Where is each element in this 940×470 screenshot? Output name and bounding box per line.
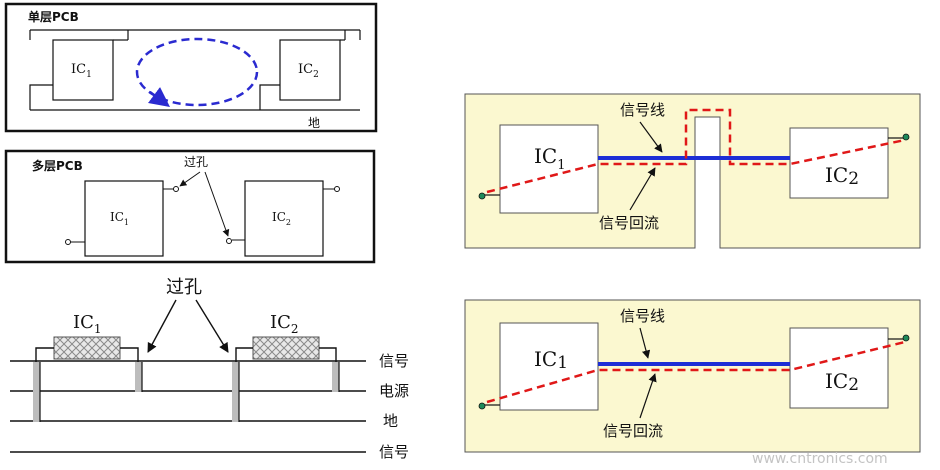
- pin: [902, 133, 910, 141]
- pin: [902, 334, 910, 342]
- via-arrow: [195, 299, 229, 353]
- single-ic2-box: [279, 39, 341, 101]
- multi-via-label: 过孔: [184, 155, 208, 169]
- label-arrow: [639, 121, 663, 153]
- via-arrow: [204, 171, 230, 237]
- via-arrow: [179, 171, 201, 187]
- solid-ic1-label: IC1: [534, 347, 568, 373]
- solid-ic2-label: IC2: [825, 369, 859, 395]
- single-layer-pcb-panel: 单层PCB IC1 IC2 地: [4, 2, 378, 133]
- cross-section-panel: 过孔 IC1 IC2 信号 电源 地: [10, 277, 409, 461]
- ground-trace: [29, 84, 53, 110]
- split-ic2-box: [789, 127, 889, 199]
- solid-ic1-box: [499, 322, 599, 411]
- split-plane-panel: 信号线 信号回流 IC1 IC2: [464, 93, 921, 249]
- current-loop: [135, 37, 259, 107]
- split-return-path: [486, 108, 906, 194]
- multi-via-pin: [334, 186, 340, 192]
- ic2-package: [252, 336, 320, 360]
- cross-via-label: 过孔: [166, 277, 202, 298]
- label-arrow: [639, 373, 657, 419]
- layer-label-signal-bottom: 信号: [379, 443, 409, 461]
- solid-return-label: 信号回流: [603, 422, 663, 440]
- multi-ic1-box: [84, 180, 164, 257]
- via-arrow: [147, 299, 177, 353]
- solid-ic2-box: [789, 327, 889, 409]
- ground-label: 地: [308, 116, 320, 130]
- multi-layer-pcb-panel: 多层PCB 过孔 IC1 IC2: [4, 149, 376, 264]
- multi-ic2-label: IC2: [272, 210, 291, 227]
- watermark: www.cntronics.com: [752, 451, 888, 467]
- cross-ic2-label: IC2: [270, 312, 299, 336]
- solid-plane-panel: 信号线 信号回流 IC1 IC2: [464, 299, 921, 453]
- ic1-package: [53, 336, 121, 360]
- cross-ic1-label: IC1: [73, 312, 102, 336]
- label-arrow: [639, 327, 651, 359]
- loop-arrow: [148, 87, 170, 107]
- split-return-label: 信号回流: [599, 214, 659, 232]
- split-signal-label: 信号线: [620, 101, 665, 119]
- single-ic1-label: IC1: [71, 62, 92, 80]
- pin: [478, 402, 486, 410]
- split-ic1-box: [499, 124, 599, 214]
- multi-ic1-label: IC1: [110, 210, 129, 227]
- label-arrow: [629, 167, 656, 211]
- layer-label-power: 电源: [379, 382, 409, 400]
- split-ic2-label: IC2: [825, 163, 859, 189]
- multi-via-pin: [65, 239, 71, 245]
- multi-title: 多层PCB: [32, 158, 83, 173]
- multi-via-pin: [226, 238, 232, 244]
- split-ic1-label: IC1: [534, 144, 565, 173]
- single-ic1-box: [52, 39, 114, 101]
- multi-via-pin: [173, 186, 179, 192]
- solid-signal-label: 信号线: [620, 307, 665, 325]
- single-ic2-label: IC2: [298, 62, 319, 80]
- solid-return-path: [486, 340, 906, 404]
- single-title: 单层PCB: [28, 9, 79, 24]
- layer-label-signal-top: 信号: [379, 352, 409, 370]
- pin: [478, 192, 486, 200]
- multi-ic2-box: [244, 180, 324, 257]
- layer-label-ground: 地: [383, 412, 398, 430]
- via-barrels: [33, 362, 339, 422]
